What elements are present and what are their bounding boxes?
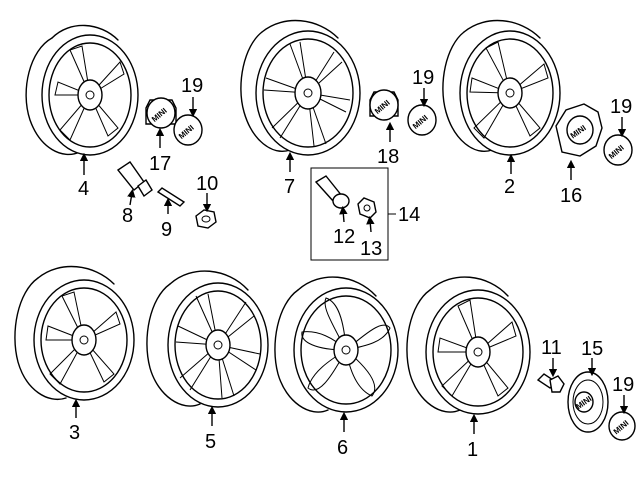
- center-cap-17: MINI: [145, 97, 177, 129]
- wheel-bolt-11: [536, 373, 565, 393]
- callout-1: 1: [467, 439, 478, 461]
- callout-7: 7: [284, 176, 295, 198]
- wheel-3: [14, 265, 135, 401]
- wheel-2: [442, 19, 561, 156]
- callout-19b: 19: [412, 67, 434, 89]
- callout-13: 13: [360, 238, 382, 260]
- callout-2: 2: [504, 176, 515, 198]
- callout-12: 12: [333, 226, 355, 248]
- wheel-6: [274, 276, 399, 413]
- callout-17: 17: [149, 153, 171, 175]
- emblem-19b: MINI: [407, 104, 437, 136]
- callout-10: 10: [196, 173, 218, 195]
- callout-15: 15: [581, 338, 603, 360]
- center-cap-16: MINI: [555, 103, 603, 157]
- callout-11: 11: [541, 337, 562, 359]
- bolt-8: [116, 161, 153, 198]
- callout-3: 3: [69, 422, 80, 444]
- wheel-1: [406, 276, 531, 415]
- callout-4: 4: [78, 178, 89, 200]
- wheel-6-spokes: [301, 297, 391, 397]
- wheel-5-spokes: [175, 293, 261, 399]
- emblem-19d: MINI: [608, 411, 636, 441]
- callout-18: 18: [377, 146, 399, 168]
- wheel-3-spokes: [45, 291, 121, 385]
- center-cap-18: MINI: [369, 89, 399, 121]
- emblem-19a: MINI: [173, 114, 203, 146]
- lock-key-13: [357, 197, 377, 219]
- callout-8: 8: [122, 205, 133, 227]
- pin-9: [156, 187, 186, 207]
- wheel-5: [146, 270, 269, 408]
- wheel-4-spokes: [54, 45, 125, 141]
- callout-16: 16: [560, 185, 582, 207]
- lock-bolt-12: [314, 175, 350, 209]
- callout-19a: 19: [181, 75, 203, 97]
- emblem-19c: MINI: [603, 134, 633, 166]
- wheel-7: [240, 19, 361, 156]
- center-cap-15: MINI: [567, 371, 609, 433]
- callout-14: 14: [398, 204, 420, 226]
- callout-19d: 19: [612, 374, 634, 396]
- callout-5: 5: [205, 431, 216, 453]
- wheel-2-spokes: [469, 41, 549, 139]
- wheel-1-spokes: [437, 299, 517, 397]
- callout-9: 9: [161, 219, 172, 241]
- callout-19c: 19: [610, 96, 632, 118]
- wheel-7-spokes: [263, 41, 351, 147]
- wheel-4: [25, 24, 139, 156]
- nut-10: [195, 209, 217, 229]
- callout-6: 6: [337, 437, 348, 459]
